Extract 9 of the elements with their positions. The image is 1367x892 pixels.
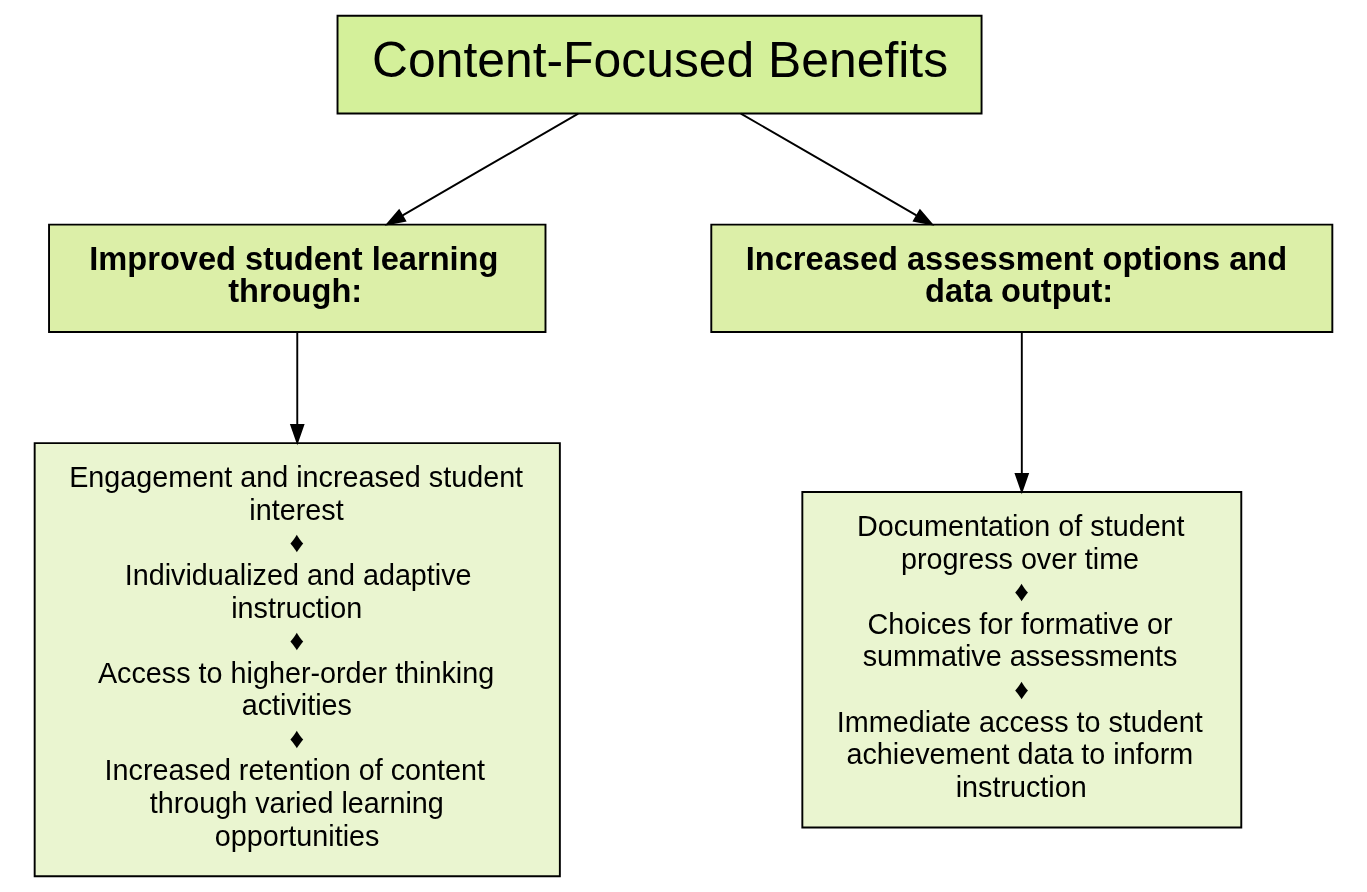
arrow	[384, 112, 580, 226]
node-box: Content-Focused Benefits	[336, 14, 983, 115]
node-box: Engagement and increased student interest ♦ Individualized and adaptive instruction ♦ Access to higher-order thinking activities ♦ Increased retention of content through varied learning opportunities	[33, 442, 561, 878]
node-box: Improved student learning through:	[48, 223, 547, 333]
arrow	[739, 112, 935, 226]
arrow	[289, 331, 305, 446]
node-box: Documentation of student progress over time ♦ Choices for formative or summative assessments ♦ Immediate access to student achievement data to inform instruction	[801, 491, 1243, 829]
arrow	[1014, 331, 1030, 495]
node-box: Increased assessment options and data output:	[710, 223, 1334, 333]
